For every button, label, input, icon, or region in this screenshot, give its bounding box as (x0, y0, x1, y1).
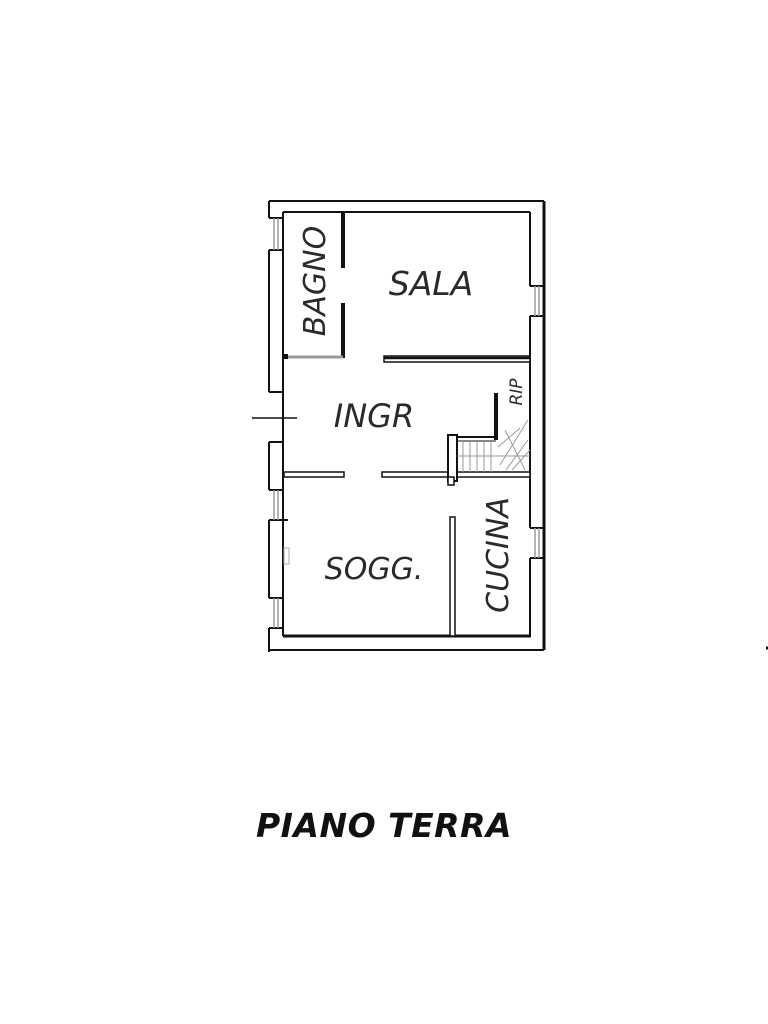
room-label-sala: SALA (389, 264, 473, 303)
room-label-rip: RIP (507, 378, 527, 406)
room-label-cucina: CUCINA (481, 497, 516, 613)
windows (273, 218, 540, 628)
floor-title: PIANO TERRA (255, 806, 513, 845)
room-label-sogg: SOGG. (325, 552, 424, 587)
entrance-marker (252, 392, 297, 442)
interior-walls (283, 213, 531, 637)
room-label-ingr: INGR (334, 397, 414, 435)
radiator (283, 547, 290, 565)
staircase (457, 393, 531, 472)
room-label-bagno: BAGNO (298, 226, 333, 336)
